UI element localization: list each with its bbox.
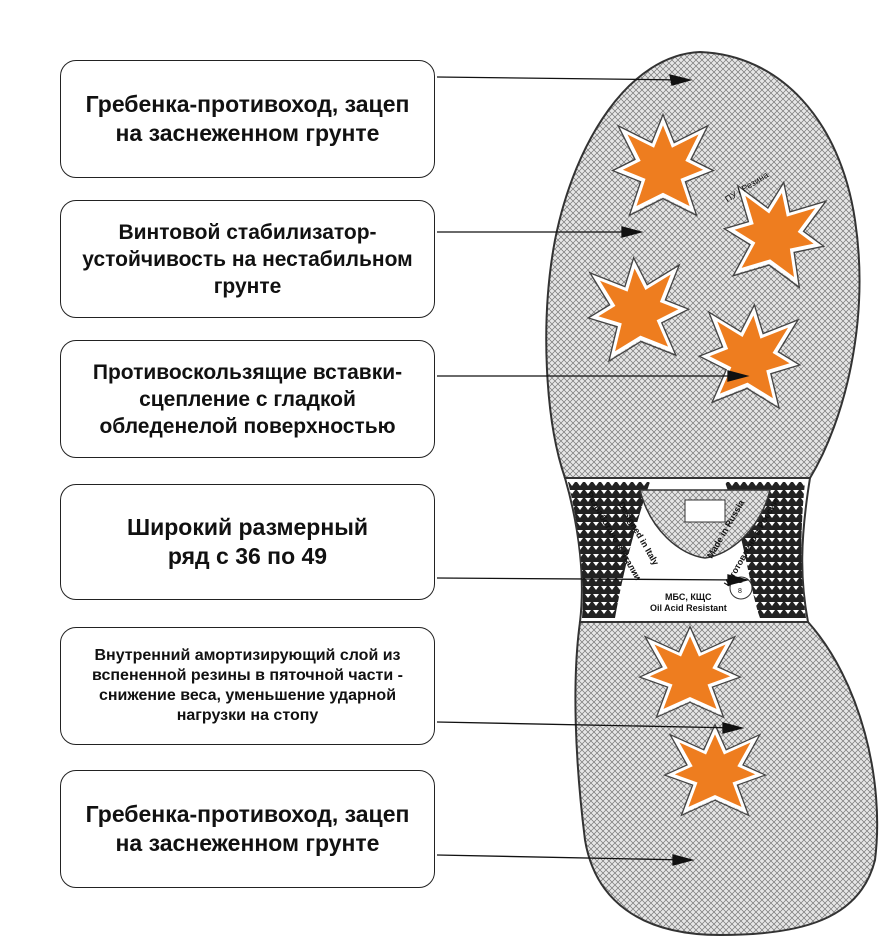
- resistance-ru-label: МБС, КЩС: [665, 592, 712, 602]
- callout-heel-comb: Гребенка-противоход, зацеп на заснеженно…: [60, 770, 435, 888]
- callout-anti-slip-inserts: Противоскользящие вставки-сцепление с гл…: [60, 340, 435, 458]
- size-bottom-label: 8: [738, 588, 742, 595]
- callout-size-range: Широкий размерный ряд с 36 по 49: [60, 484, 435, 600]
- callout-toe-comb: Гребенка-противоход, зацеп на заснеженно…: [60, 60, 435, 178]
- callout-arrows: [436, 74, 750, 866]
- callout-screw-stabilizer: Винтовой стабилизатор-устойчивость на не…: [60, 200, 435, 318]
- resistance-en-label: Oil Acid Resistant: [650, 603, 727, 613]
- size-top-label: 42: [735, 578, 743, 585]
- callout-cushion-layer: Внутренний амортизирующий слой из вспене…: [60, 627, 435, 745]
- sole-forefoot: [545, 50, 861, 479]
